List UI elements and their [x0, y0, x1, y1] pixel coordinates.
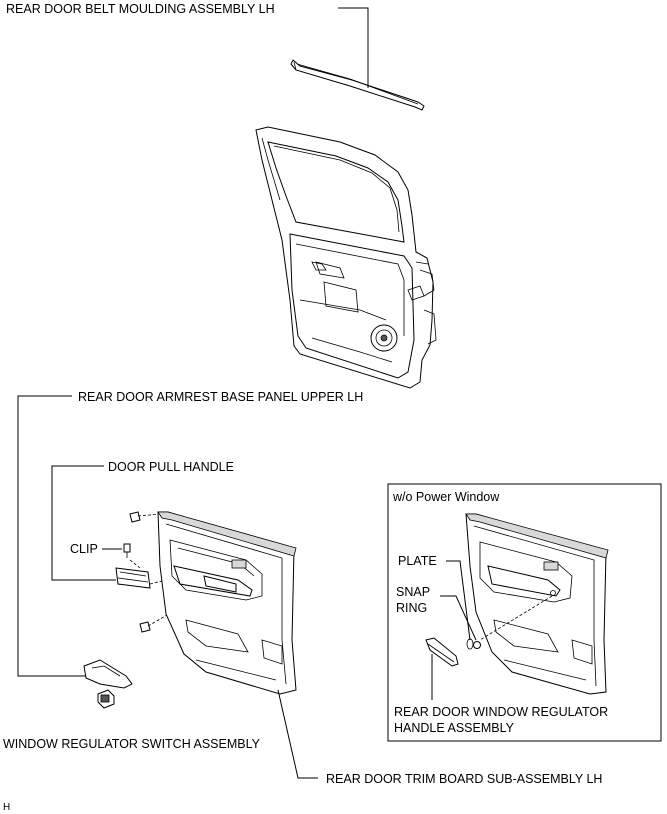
window-regulator-handle-part: [425, 637, 459, 667]
inset-trim-board-part: [465, 513, 609, 695]
label-window-regulator-switch: WINDOW REGULATOR SWITCH ASSEMBLY: [3, 737, 261, 751]
label-belt-moulding: REAR DOOR BELT MOULDING ASSEMBLY LH: [6, 2, 275, 16]
label-plate: PLATE: [398, 554, 437, 568]
label-trim-board: REAR DOOR TRIM BOARD SUB-ASSEMBLY LH: [326, 772, 602, 786]
snap-ring-part: [473, 641, 481, 649]
leader-belt-moulding: [338, 7, 369, 88]
leader-door-pull-handle: [51, 465, 116, 581]
label-handle-2: HANDLE ASSEMBLY: [394, 721, 515, 735]
door-panel-part: [255, 126, 437, 389]
label-handle-1: REAR DOOR WINDOW REGULATOR: [394, 705, 608, 719]
figure-code: H: [3, 802, 10, 813]
inset-title: w/o Power Window: [392, 490, 500, 504]
label-snap-ring-1: SNAP: [396, 585, 430, 599]
window-regulator-switch-part: [97, 689, 115, 709]
inset-frame: [387, 483, 662, 742]
clip-part: [123, 543, 131, 558]
label-snap-ring-2: RING: [396, 601, 427, 615]
screw-bottom: [139, 621, 151, 633]
screw-top: [129, 511, 141, 523]
leader-trim-board: [277, 689, 318, 779]
armrest-base-panel-part: [83, 659, 133, 689]
label-door-pull-handle: DOOR PULL HANDLE: [108, 460, 234, 474]
label-clip: CLIP: [70, 542, 98, 556]
leader-plate: [446, 560, 471, 641]
belt-moulding-part: [290, 59, 425, 111]
label-armrest-base-panel: REAR DOOR ARMREST BASE PANEL UPPER LH: [78, 390, 363, 404]
trim-board-part: [157, 511, 297, 695]
leader-armrest-base-panel: [17, 395, 86, 677]
plate-part: [466, 638, 474, 650]
door-pull-handle-part: [115, 567, 151, 589]
leader-snap-ring: [440, 595, 477, 641]
